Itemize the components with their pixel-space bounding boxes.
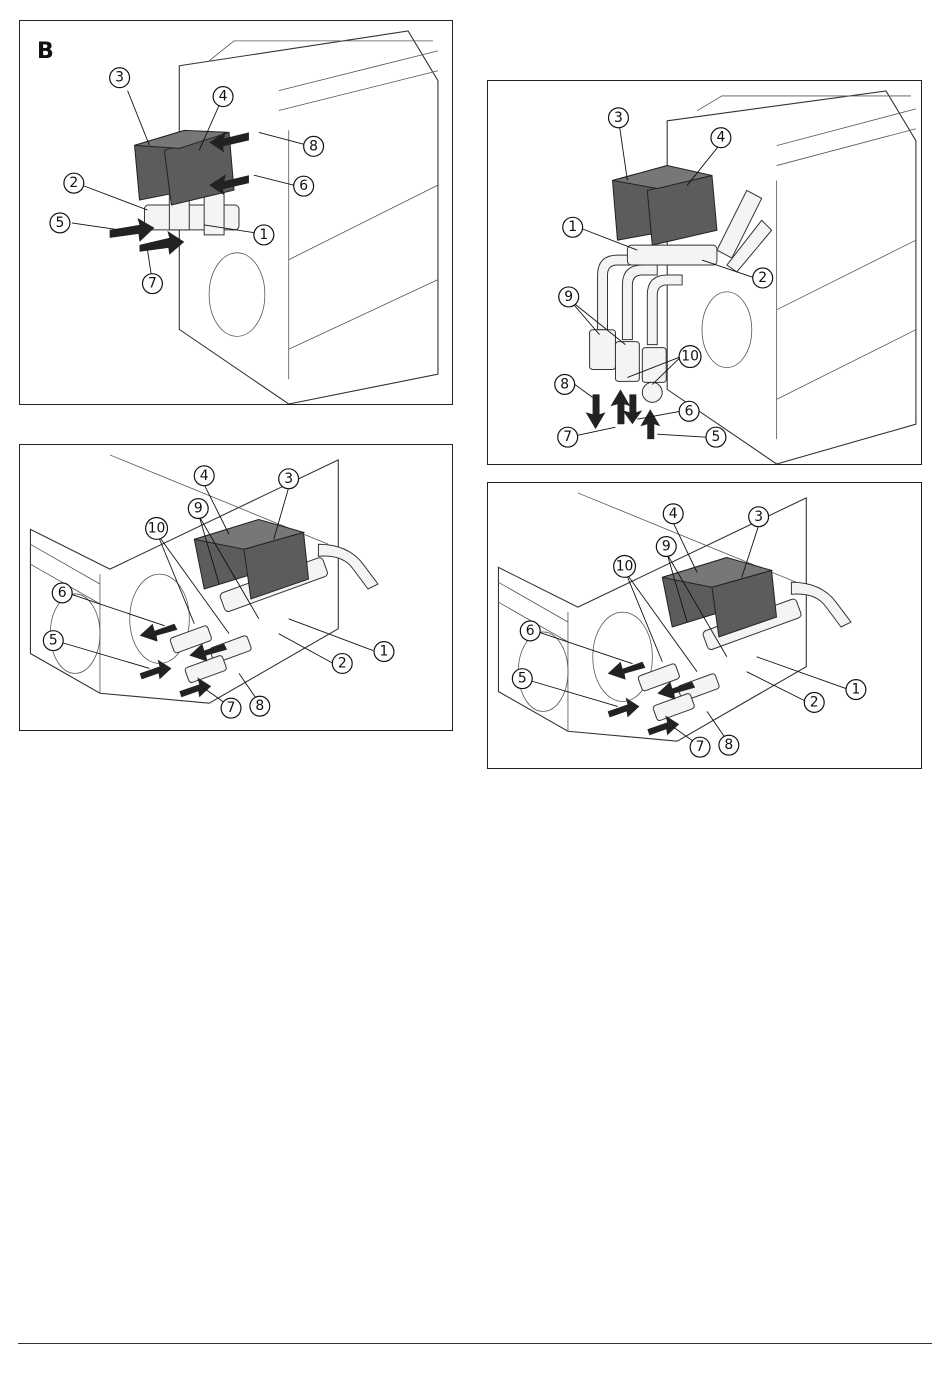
callout-2: 2 xyxy=(332,654,352,674)
svg-text:4: 4 xyxy=(669,506,678,522)
callout-1: 1 xyxy=(846,680,866,700)
callout-6: 6 xyxy=(294,176,314,196)
svg-text:7: 7 xyxy=(148,276,157,292)
valve-assembly-illustration: 4 3 9 10 6 5 1 2 7 8 xyxy=(488,483,921,768)
callout-7: 7 xyxy=(690,737,710,757)
callout-7: 7 xyxy=(558,427,578,447)
valve-assembly-illustration: 4 3 9 10 6 5 1 2 7 8 xyxy=(20,445,452,730)
callout-2: 2 xyxy=(64,173,84,193)
callout-1: 1 xyxy=(254,225,274,245)
callout-2: 2 xyxy=(753,268,773,288)
svg-text:2: 2 xyxy=(810,694,819,710)
callout-2: 2 xyxy=(804,693,824,713)
svg-text:1: 1 xyxy=(380,644,389,660)
svg-text:7: 7 xyxy=(563,429,572,445)
callout-4: 4 xyxy=(213,87,233,107)
callout-1: 1 xyxy=(563,217,583,237)
svg-text:2: 2 xyxy=(758,270,767,286)
svg-text:4: 4 xyxy=(219,89,228,105)
svg-text:6: 6 xyxy=(685,403,694,419)
valve-assembly-illustration: 3 4 1 2 9 10 8 6 7 5 xyxy=(488,81,921,464)
callout-4: 4 xyxy=(194,466,214,486)
callout-9: 9 xyxy=(656,537,676,557)
callout-4: 4 xyxy=(711,128,731,148)
svg-text:3: 3 xyxy=(115,70,124,86)
callout-5: 5 xyxy=(706,427,726,447)
callout-8: 8 xyxy=(250,696,270,716)
svg-text:9: 9 xyxy=(194,501,203,517)
svg-text:6: 6 xyxy=(58,585,67,601)
svg-text:3: 3 xyxy=(754,509,763,525)
callout-6: 6 xyxy=(520,621,540,641)
svg-text:8: 8 xyxy=(255,698,264,714)
callout-8: 8 xyxy=(719,735,739,755)
callout-8: 8 xyxy=(304,136,324,156)
diagram-panel-top-right: 3 4 1 2 9 10 8 6 7 5 xyxy=(487,80,922,465)
callout-7: 7 xyxy=(221,698,241,718)
callout-6: 6 xyxy=(52,583,72,603)
svg-text:1: 1 xyxy=(852,682,861,698)
callout-3: 3 xyxy=(110,68,130,88)
callout-10: 10 xyxy=(679,346,701,368)
callout-3: 3 xyxy=(279,469,299,489)
callout-3: 3 xyxy=(749,507,769,527)
svg-text:5: 5 xyxy=(49,633,58,649)
svg-text:2: 2 xyxy=(69,175,78,191)
svg-text:5: 5 xyxy=(55,215,64,231)
svg-text:6: 6 xyxy=(299,178,308,194)
svg-text:3: 3 xyxy=(614,110,623,126)
svg-text:3: 3 xyxy=(284,471,293,487)
svg-text:4: 4 xyxy=(200,468,209,484)
svg-text:8: 8 xyxy=(724,737,733,753)
valve-assembly-illustration: 3 4 2 5 1 7 6 8 xyxy=(20,21,452,404)
diagram-panel-bottom-left: 4 3 9 10 6 5 1 2 7 8 xyxy=(19,444,453,731)
svg-text:9: 9 xyxy=(564,289,573,305)
callout-1: 1 xyxy=(374,642,394,662)
svg-text:7: 7 xyxy=(227,700,236,716)
diagram-panel-bottom-right: 4 3 9 10 6 5 1 2 7 8 xyxy=(487,482,922,769)
callout-10: 10 xyxy=(146,517,168,539)
callout-3: 3 xyxy=(609,108,629,128)
callout-9: 9 xyxy=(559,287,579,307)
diagram-panel-top-left: B 3 4 2 5 1 7 xyxy=(19,20,453,405)
svg-text:8: 8 xyxy=(309,138,318,154)
svg-text:10: 10 xyxy=(148,520,166,536)
callout-5: 5 xyxy=(43,631,63,651)
svg-text:8: 8 xyxy=(560,376,569,392)
callout-4: 4 xyxy=(663,504,683,524)
callout-6: 6 xyxy=(679,401,699,421)
svg-text:1: 1 xyxy=(259,227,268,243)
svg-text:2: 2 xyxy=(338,655,347,671)
svg-text:4: 4 xyxy=(716,130,725,146)
callout-9: 9 xyxy=(188,499,208,519)
callout-8: 8 xyxy=(555,374,575,394)
callout-7: 7 xyxy=(142,274,162,294)
svg-text:1: 1 xyxy=(568,219,577,235)
svg-text:10: 10 xyxy=(681,349,699,365)
svg-text:5: 5 xyxy=(518,671,527,687)
svg-text:5: 5 xyxy=(712,429,721,445)
svg-text:7: 7 xyxy=(696,739,705,755)
callout-5: 5 xyxy=(512,669,532,689)
footer-rule xyxy=(18,1343,932,1344)
svg-text:9: 9 xyxy=(662,539,671,555)
callout-10: 10 xyxy=(614,555,636,577)
callout-5: 5 xyxy=(50,213,70,233)
svg-text:10: 10 xyxy=(616,558,634,574)
svg-text:6: 6 xyxy=(526,623,535,639)
